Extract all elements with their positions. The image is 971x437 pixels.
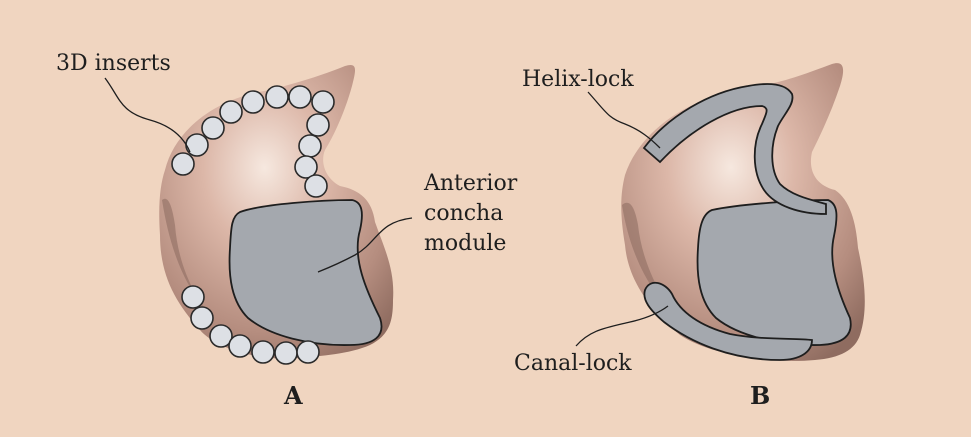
insert-circle: [219, 100, 243, 124]
insert-circle: [304, 174, 328, 198]
anterior-concha-module: [228, 199, 383, 346]
label-canal-lock: Canal-lock: [514, 351, 632, 376]
insert-circle: [228, 334, 252, 358]
label-module: module: [424, 231, 506, 256]
insert-circle: [241, 90, 265, 114]
insert-circle: [311, 90, 335, 114]
insert-circle: [190, 306, 214, 330]
ear-shadow-a: [162, 198, 215, 320]
insert-circle: [274, 341, 298, 365]
insert-circle: [265, 85, 289, 109]
leader-line-helix: [587, 91, 661, 149]
ear-shadow-b: [622, 202, 685, 325]
panel-a: 3D inserts Anterior concha module A: [56, 51, 518, 410]
insert-circle: [298, 134, 322, 158]
label-3d-inserts: 3D inserts: [56, 51, 171, 76]
insert-circle: [185, 133, 209, 157]
insert-circle: [296, 340, 320, 364]
leader-line-canal: [575, 305, 669, 347]
concha-module-b: [696, 199, 852, 346]
helix-lock-arm: [642, 83, 827, 215]
leader-line-inserts: [104, 77, 191, 153]
insert-circle: [306, 113, 330, 137]
insert-circle: [171, 152, 195, 176]
insert-circle: [181, 285, 205, 309]
label-anterior: Anterior: [423, 171, 518, 196]
insert-circle: [288, 85, 312, 109]
leader-line-concha: [317, 217, 413, 273]
insert-circle: [251, 340, 275, 364]
panel-letter-b: B: [750, 381, 770, 410]
panel-b: Helix-lock Canal-lock B: [514, 63, 865, 410]
label-concha: concha: [424, 201, 503, 226]
canal-lock-arm: [643, 281, 813, 361]
insert-circle: [201, 116, 225, 140]
panel-letter-a: A: [283, 381, 303, 410]
label-helix-lock: Helix-lock: [522, 67, 634, 92]
insert-circle: [294, 155, 318, 179]
insert-circle: [209, 324, 233, 348]
